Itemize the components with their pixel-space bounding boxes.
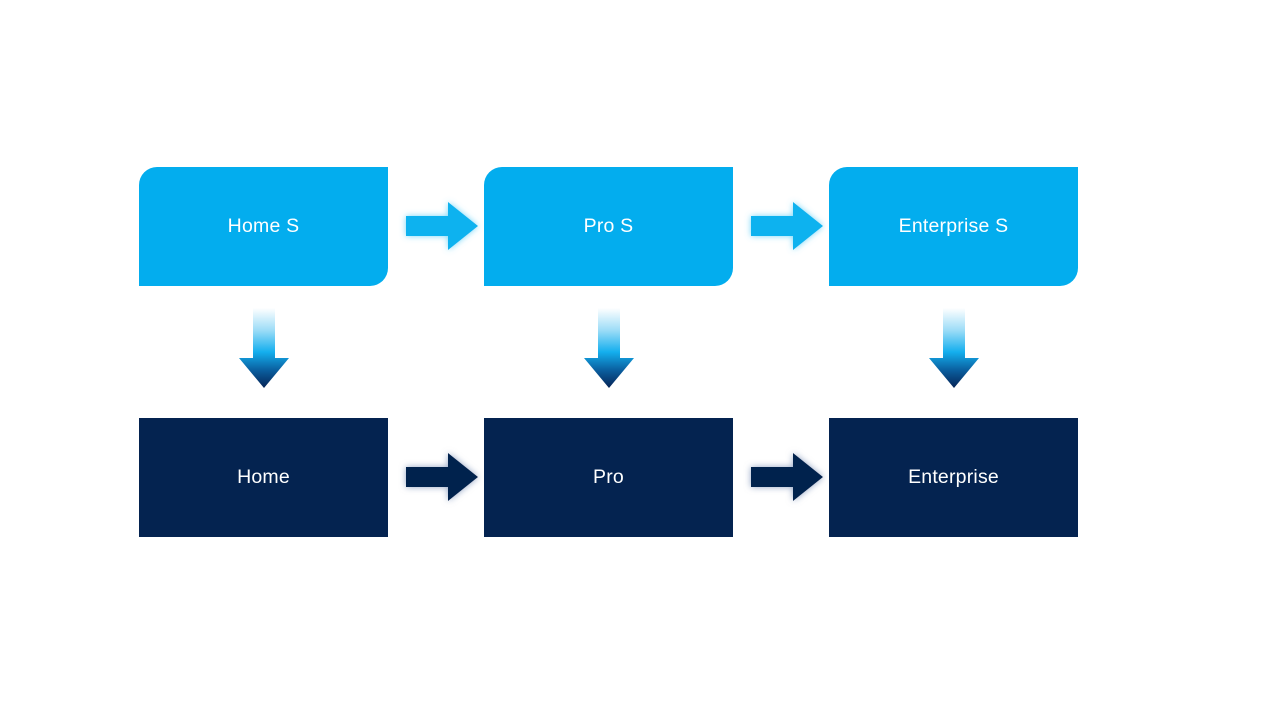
node-home[interactable]: Home bbox=[139, 418, 388, 537]
node-pro-s[interactable]: Pro S bbox=[484, 167, 733, 286]
arrow-down-icon-enterprise-s-to-enterprise bbox=[928, 308, 980, 390]
node-label: Pro bbox=[593, 465, 624, 488]
node-home-s[interactable]: Home S bbox=[139, 167, 388, 286]
node-enterprise[interactable]: Enterprise bbox=[829, 418, 1078, 537]
node-label: Home bbox=[237, 465, 290, 488]
arrow-right-icon-home-to-pro bbox=[404, 449, 480, 505]
arrow-down-icon-home-s-to-home bbox=[238, 308, 290, 390]
arrow-right-icon-pro-to-enterprise bbox=[749, 449, 825, 505]
node-enterprise-s[interactable]: Enterprise S bbox=[829, 167, 1078, 286]
arrow-down-icon-pro-s-to-pro bbox=[583, 308, 635, 390]
node-label: Enterprise bbox=[908, 465, 999, 488]
arrow-right-icon-pro-s-to-enterprise-s bbox=[749, 198, 825, 254]
arrow-right-icon-home-s-to-pro-s bbox=[404, 198, 480, 254]
node-label: Home S bbox=[227, 214, 300, 237]
node-pro[interactable]: Pro bbox=[484, 418, 733, 537]
node-label: Pro S bbox=[583, 214, 634, 237]
node-label: Enterprise S bbox=[898, 214, 1009, 237]
